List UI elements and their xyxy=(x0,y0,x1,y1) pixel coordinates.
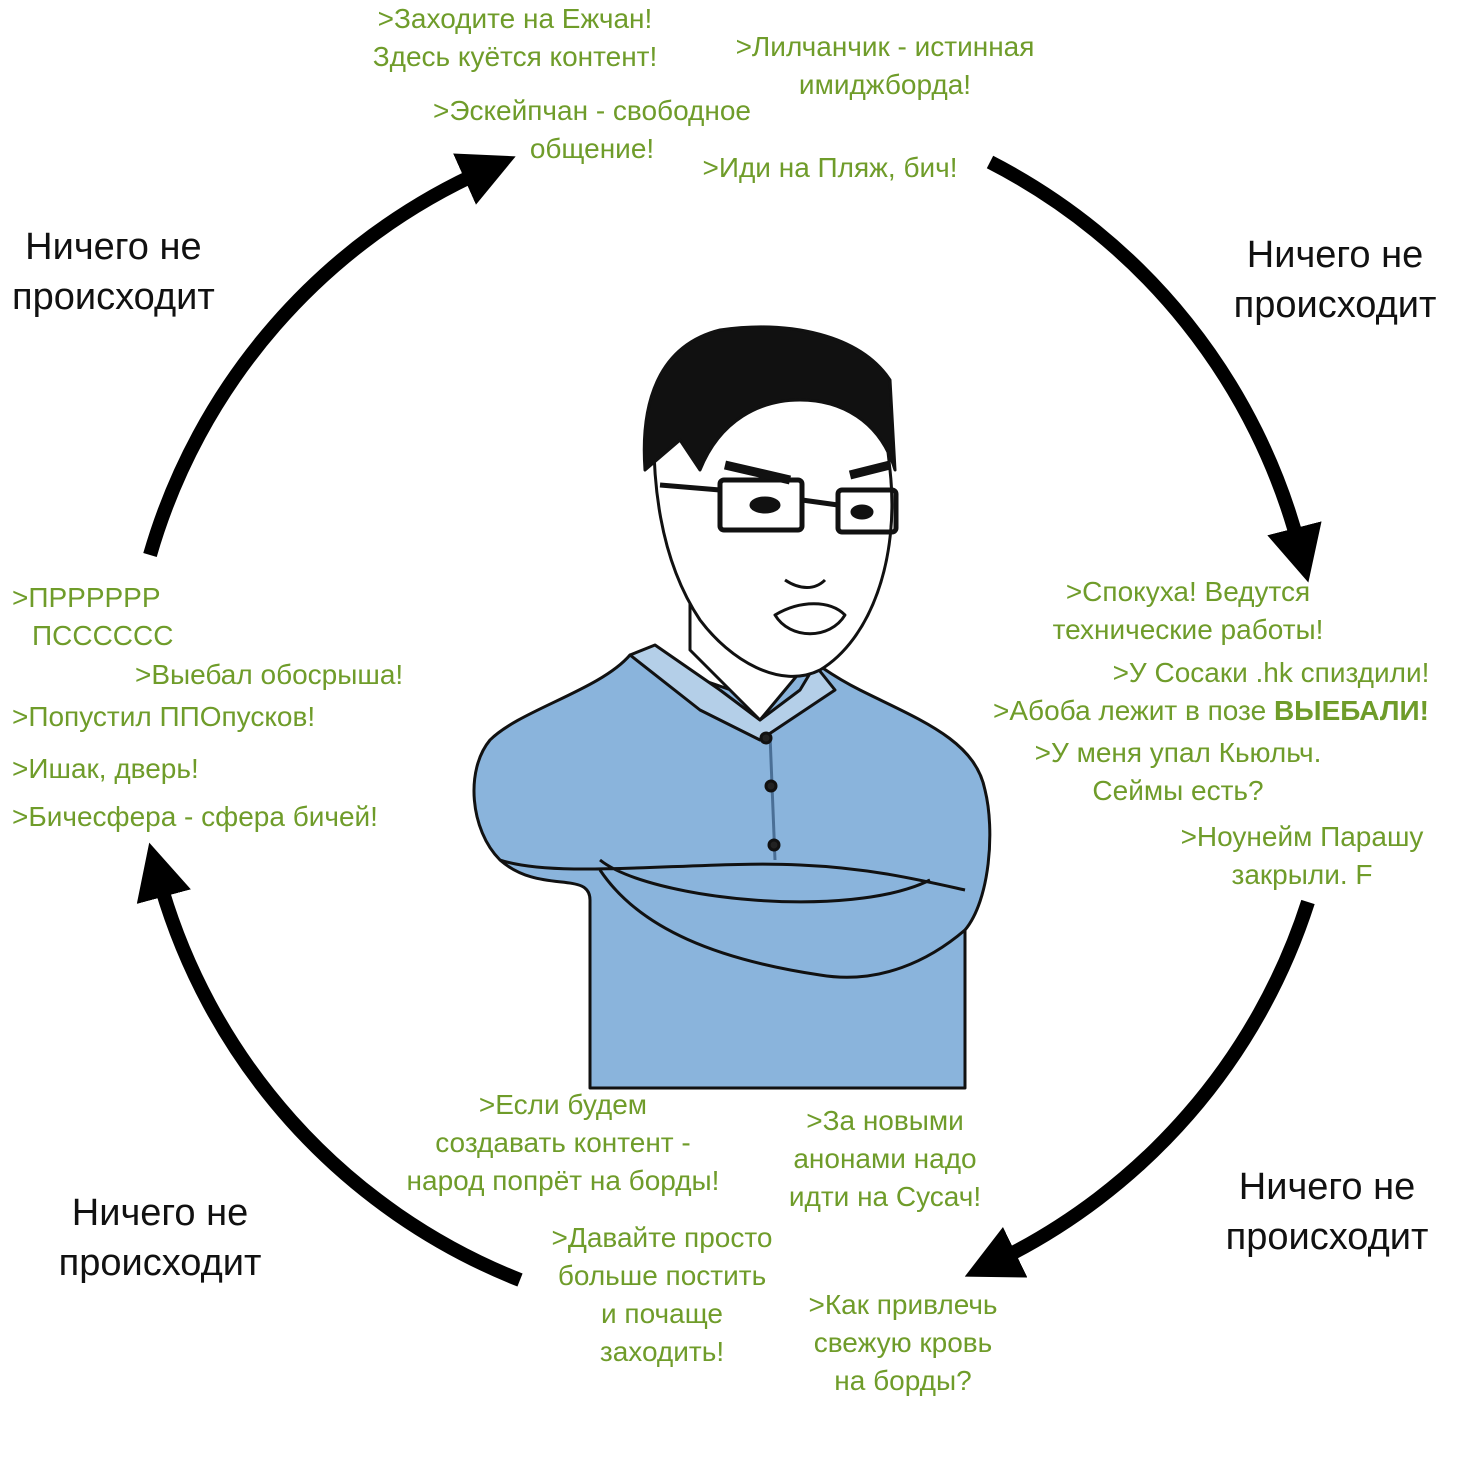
text-line: >За новыми xyxy=(806,1105,964,1136)
arrow-top-right xyxy=(986,155,1322,583)
label-nothing-bottom-right: Ничего не происходит xyxy=(1226,1162,1429,1262)
slogan-fresh-blood: >Как привлечь свежую кровь на борды? xyxy=(808,1286,997,1400)
slogan-bichesfera: >Бичесфера - сфера бичей! xyxy=(12,801,378,832)
arms xyxy=(499,858,966,979)
text-line: происходит xyxy=(12,276,215,318)
text-line: Сеймы есть? xyxy=(1092,775,1264,806)
slogan-content: >Если будем создавать контент - народ по… xyxy=(407,1086,720,1200)
text-line: анонами надо xyxy=(793,1143,977,1174)
slogan-ppo: >Попустил ППОпусков! xyxy=(12,701,316,732)
text-line: происходит xyxy=(1233,284,1437,326)
text-bold: ВЫЕБАЛИ! xyxy=(1273,695,1429,726)
brows xyxy=(723,460,892,485)
text-line: общение! xyxy=(529,133,655,164)
slogan-calm: >Спокуха! Ведутся технические работы! xyxy=(1053,573,1324,649)
slogan-post-more: >Давайте просто больше постить и почаще … xyxy=(552,1219,773,1371)
slogan-obosrysh: >Выебал обосрыша! xyxy=(135,659,404,690)
text-line: >Лилчанчик - истинная xyxy=(735,31,1035,62)
text-line: происходит xyxy=(1225,1216,1429,1258)
arrow-bottom-right xyxy=(964,899,1315,1278)
glasses-left xyxy=(717,477,805,533)
text-line: >Если будем xyxy=(478,1089,648,1120)
text-line: закрыли. F xyxy=(1231,859,1373,890)
text-line: >Спокуха! Ведутся xyxy=(1065,576,1311,607)
text-line: Ничего не xyxy=(1238,1166,1416,1208)
mouth xyxy=(773,602,847,636)
text-line: заходить! xyxy=(599,1336,725,1367)
text-line: на борды? xyxy=(834,1365,972,1396)
slogan-escape: >Эскейпчан - свободное общение! xyxy=(433,92,751,168)
text-line: создавать контент - xyxy=(435,1127,691,1158)
text-line: Здесь куётся контент! xyxy=(372,41,658,72)
slogan-sosaka: >У Сосаки .hk спиздили! xyxy=(1112,657,1430,688)
text-line: идти на Сусач! xyxy=(788,1181,982,1212)
arrow-bottom-left xyxy=(136,842,523,1287)
text-line: Ничего не xyxy=(71,1192,249,1234)
slogan-ishak: >Ишак, дверь! xyxy=(12,753,199,784)
text-line: происходит xyxy=(58,1242,262,1284)
text-line: >Как привлечь xyxy=(808,1289,998,1320)
text-line: >Давайте просто xyxy=(551,1222,773,1253)
slogan-kyulch: >У меня упал Кьюльч. Сеймы есть? xyxy=(1035,734,1322,810)
man-figure xyxy=(472,325,992,1090)
text-line: >Абоба лежит в позе xyxy=(993,695,1274,726)
text-line: Ничего не xyxy=(25,226,202,268)
collar xyxy=(628,643,837,742)
slogan-aboba: >Абоба лежит в позе ВЫЕБАЛИ! xyxy=(993,692,1429,730)
glasses-right xyxy=(835,487,899,535)
arrow-top-left xyxy=(143,153,516,557)
slogan-ezhchan: >Заходите на Ежчан! Здесь куётся контент… xyxy=(373,0,658,76)
text-line: свежую кровь xyxy=(813,1327,993,1358)
label-nothing-top-left: Ничего не происходит xyxy=(12,222,215,322)
text-line: народ попрёт на борды! xyxy=(406,1165,720,1196)
slogan-beach: >Иди на Пляж, бич! xyxy=(702,152,958,183)
text-line: ПСССССС xyxy=(32,620,174,651)
label-nothing-bottom-left: Ничего не происходит xyxy=(59,1188,262,1288)
text-line: >ПРРРРРР xyxy=(12,582,161,613)
text-line: >Эскейпчан - свободное xyxy=(433,95,751,126)
hair xyxy=(642,325,897,472)
label-nothing-top-right: Ничего не происходит xyxy=(1234,230,1437,330)
text-line: технические работы! xyxy=(1052,614,1324,645)
text-line: больше постить xyxy=(557,1260,767,1291)
slogan-noname: >Ноунейм Парашу закрыли. F xyxy=(1181,818,1424,894)
shirt xyxy=(472,653,992,1090)
text-line: >Ноунейм Парашу xyxy=(1180,821,1424,852)
text-line: имиджборда! xyxy=(798,69,972,100)
slogan-lilchan: >Лилчанчик - истинная имиджборда! xyxy=(736,28,1035,104)
slogan-susach: >За новыми анонами надо идти на Сусач! xyxy=(789,1102,981,1216)
text-line: и почаще xyxy=(600,1298,723,1329)
slogan-prrr: >ПРРРРРР ПСССССС xyxy=(12,579,173,655)
text-line: >Заходите на Ежчан! xyxy=(377,3,653,34)
text-line: Ничего не xyxy=(1246,234,1424,276)
text-line: >У меня упал Кьюльч. xyxy=(1034,737,1322,768)
